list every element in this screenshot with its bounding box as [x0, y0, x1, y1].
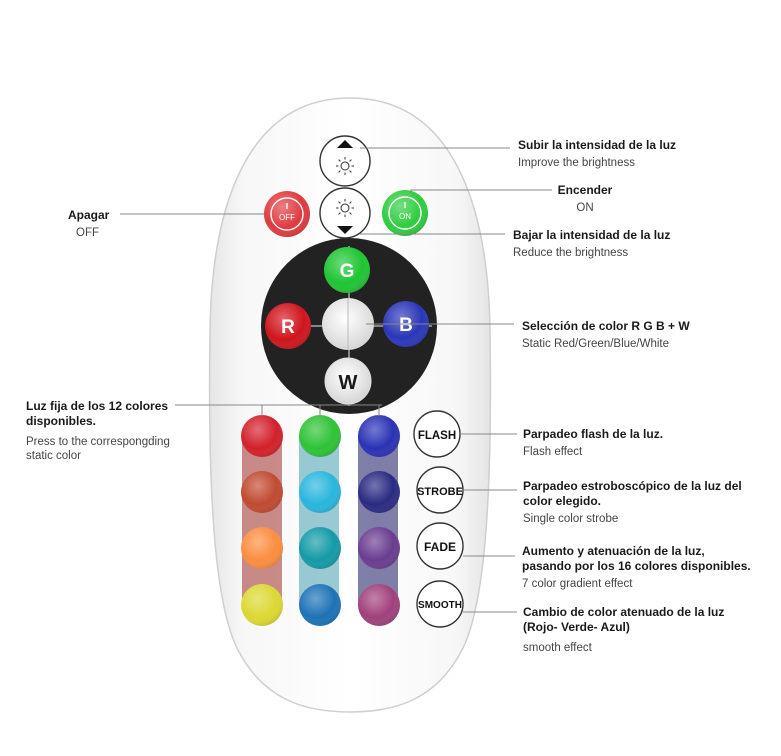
annotation-smooth-title: Cambio de color atenuado de la luz (Rojo… [523, 605, 725, 634]
annotation-fixed-colors-title: Luz fija de los 12 colores disponibles. [26, 399, 169, 428]
smooth-button[interactable]: SMOOTH [416, 580, 464, 628]
strobe-button[interactable]: STROBE [416, 466, 464, 514]
color-button-9[interactable] [358, 527, 400, 569]
annotation-brightness-up-title: Subir la intensidad de la luz [518, 138, 677, 152]
smooth-button-label: SMOOTH [418, 600, 462, 611]
annotation-fade-title: Aumento y atenuación de la luz, pasando … [522, 544, 751, 573]
annotation-brightness-down-sub: Reduce the brightness [513, 247, 629, 259]
brightness-down-button[interactable] [319, 187, 371, 239]
sun-icon [336, 157, 354, 175]
color-button-1[interactable] [241, 415, 283, 457]
color-grid [241, 415, 400, 626]
strobe-button-label: STROBE [417, 486, 463, 498]
blue-button-label: B [399, 315, 413, 336]
color-button-3[interactable] [358, 415, 400, 457]
off-button[interactable]: OFF [264, 191, 310, 237]
fade-button-label: FADE [424, 540, 456, 554]
on-button[interactable]: ON [382, 190, 428, 236]
sun-icon [336, 199, 354, 217]
annotation-flash: Parpadeo flash de la luz. Flash effect [523, 427, 763, 459]
annotation-strobe-sub: Single color strobe [523, 513, 619, 525]
annotation-brightness-down-title: Bajar la intensidad de la luz [513, 228, 671, 242]
annotation-off-title: Apagar [68, 208, 110, 222]
white-button-label: W [339, 372, 358, 394]
annotation-on-title: Encender [557, 183, 613, 197]
annotation-off: Apagar OFF [68, 208, 148, 240]
annotation-fixed-colors-sub: Press to the correspongding static color [26, 436, 170, 463]
leader-on [410, 189, 552, 193]
annotation-on: Encender ON [545, 183, 625, 215]
annotation-smooth: Cambio de color atenuado de la luz (Rojo… [523, 605, 753, 655]
brightness-up-button[interactable] [319, 135, 371, 187]
color-button-4[interactable] [241, 471, 283, 513]
annotation-off-sub: OFF [76, 227, 99, 239]
red-button-label: R [281, 317, 295, 338]
annotation-rgbw-title: Selección de color R G B + W [522, 319, 690, 333]
annotation-brightness-up: Subir la intensidad de la luz Improve th… [518, 138, 758, 170]
annotation-rgbw-sub: Static Red/Green/Blue/White [522, 338, 670, 350]
annotation-flash-title: Parpadeo flash de la luz. [523, 427, 664, 441]
annotation-fixed-colors: Luz fija de los 12 colores disponibles. … [26, 399, 191, 464]
fade-button[interactable]: FADE [416, 522, 464, 570]
off-label: OFF [279, 213, 295, 222]
green-button[interactable]: G [324, 247, 370, 293]
annotation-flash-sub: Flash effect [523, 446, 583, 458]
annotation-fade-sub: 7 color gradient effect [522, 578, 633, 590]
center-white-button[interactable] [322, 298, 374, 350]
flash-button-label: FLASH [418, 430, 456, 442]
annotation-strobe-title: Parpadeo estroboscópico de la luz del co… [523, 479, 742, 508]
color-button-11[interactable] [299, 584, 341, 626]
annotation-rgbw: Selección de color R G B + W Static Red/… [522, 319, 762, 351]
on-label: ON [399, 212, 411, 221]
color-button-7[interactable] [241, 527, 283, 569]
annotation-brightness-up-sub: Improve the brightness [518, 157, 635, 169]
annotation-on-sub: ON [576, 202, 594, 214]
flash-button[interactable]: FLASH [413, 410, 461, 458]
annotation-brightness-down: Bajar la intensidad de la luz Reduce the… [513, 228, 753, 260]
color-button-2[interactable] [299, 415, 341, 457]
green-button-label: G [340, 261, 355, 282]
annotation-strobe: Parpadeo estroboscópico de la luz del co… [523, 479, 748, 526]
color-button-12[interactable] [358, 584, 400, 626]
leader-lines [120, 147, 552, 613]
color-strips [242, 436, 398, 606]
color-button-10[interactable] [241, 584, 283, 626]
color-button-8[interactable] [299, 527, 341, 569]
color-button-6[interactable] [358, 471, 400, 513]
white-button[interactable]: W [324, 357, 372, 405]
color-button-5[interactable] [299, 471, 341, 513]
annotation-fade: Aumento y atenuación de la luz, pasando … [522, 544, 757, 591]
red-button[interactable]: R [265, 303, 311, 349]
annotation-smooth-sub: smooth effect [523, 642, 592, 654]
